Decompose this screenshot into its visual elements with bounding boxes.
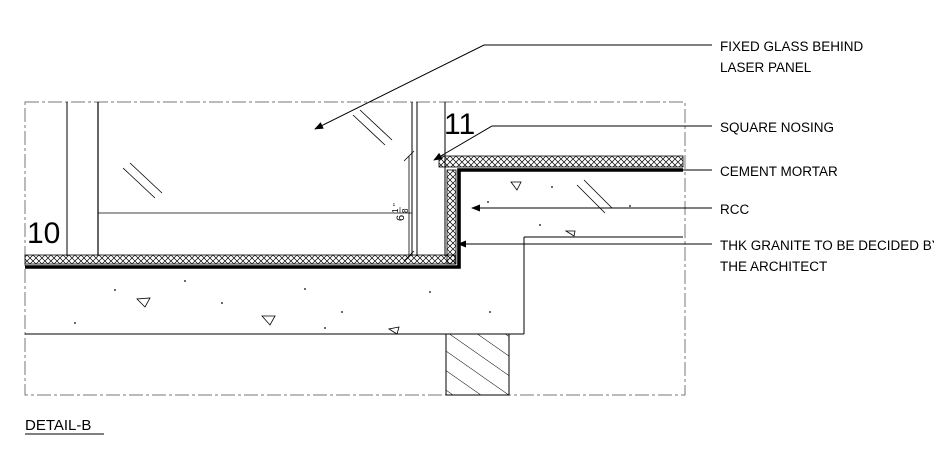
granite-floor-layer xyxy=(24,254,456,265)
detail-title: DETAIL-B xyxy=(25,417,91,434)
granite-tread-layer xyxy=(438,155,684,168)
drawing-border xyxy=(24,101,686,396)
callout-fixed-glass-line2: LASER PANEL xyxy=(720,60,812,75)
grid-label-10: 10 xyxy=(27,217,60,250)
svg-text:1: 1 xyxy=(391,208,400,213)
svg-text:8: 8 xyxy=(401,208,410,213)
granite-riser-layer xyxy=(446,169,457,265)
concrete-dots xyxy=(74,186,631,329)
callout-granite-line2: THE ARCHITECT xyxy=(720,259,827,274)
concrete-aggregate-marks xyxy=(136,181,576,335)
callout-granite-line1: THK GRANITE TO BE DECIDED BY xyxy=(720,238,934,253)
callout-rcc: RCC xyxy=(720,202,749,217)
callout-fixed-glass-line1: FIXED GLASS BEHIND xyxy=(720,39,864,54)
leader-lines xyxy=(314,44,712,248)
svg-text:6: 6 xyxy=(395,215,407,221)
glass-reflection-marks xyxy=(122,109,613,214)
brick-wall-support xyxy=(445,333,510,396)
cement-mortar-line xyxy=(25,168,683,269)
callout-cement-mortar: CEMENT MORTAR xyxy=(720,164,838,179)
rcc-slab xyxy=(25,236,683,335)
dimension-label: 6 1 8 " xyxy=(391,203,410,221)
grid-label-11: 11 xyxy=(444,108,475,141)
glass-frame xyxy=(66,102,446,256)
svg-text:": " xyxy=(392,203,401,206)
callout-square-nosing: SQUARE NOSING xyxy=(720,120,834,135)
